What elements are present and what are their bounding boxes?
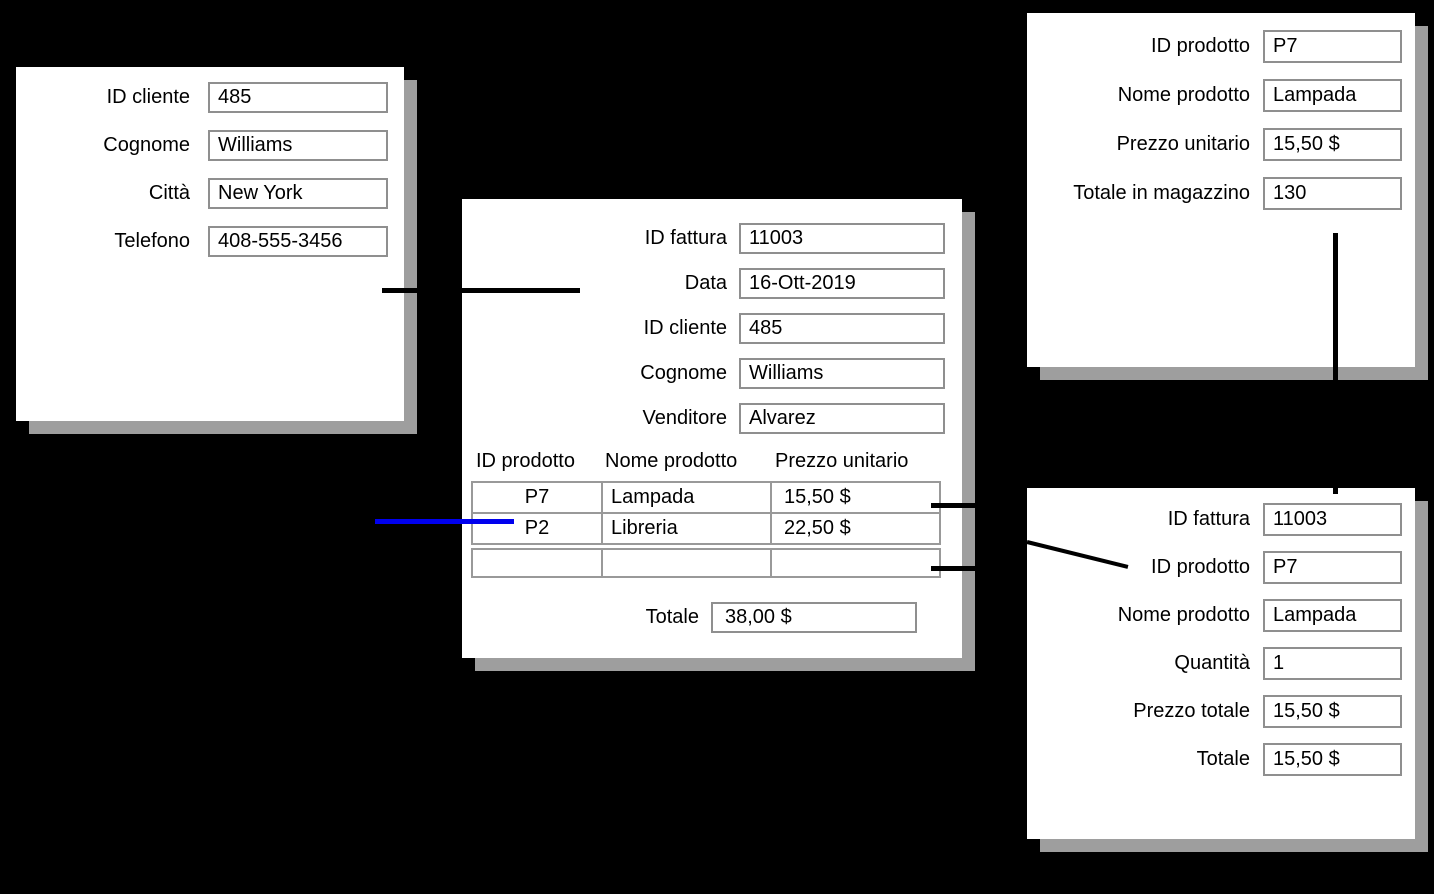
cell-nome-prodotto[interactable]: Lampada: [603, 483, 772, 512]
field-value-prezzo-unitario[interactable]: 15,50 $: [1263, 128, 1402, 161]
table-row: P7 Lampada 15,50 $: [473, 483, 939, 514]
table-row: [473, 550, 939, 576]
connector-row-to-product-stub: [931, 503, 989, 508]
field-label-prezzo-unitario: Prezzo unitario: [1116, 133, 1250, 155]
line-items-header: ID prodotto Nome prodotto Prezzo unitari…: [471, 448, 945, 474]
column-header-id-prodotto: ID prodotto: [476, 449, 575, 472]
empty-record-row: [471, 548, 941, 578]
field-label-id-prodotto: ID prodotto: [1151, 35, 1250, 57]
field-label-telefono: Telefono: [114, 230, 190, 252]
field-label-id-fattura: ID fattura: [644, 227, 727, 249]
connector-row-to-detail-stub: [931, 566, 989, 571]
field-label-data: Data: [684, 272, 727, 294]
field-value-cognome[interactable]: Williams: [208, 130, 388, 161]
cell-nome-prodotto[interactable]: Libreria: [603, 514, 772, 543]
total-row: Totale 38,00 $: [462, 602, 945, 633]
field-row: Quantità 1: [1027, 647, 1402, 680]
cell-id-prodotto[interactable]: [473, 550, 603, 576]
field-row: Totale 15,50 $: [1027, 743, 1402, 776]
field-label-id-cliente: ID cliente: [106, 86, 190, 108]
field-row: ID prodotto P7: [1027, 30, 1402, 63]
line-items-table: P7 Lampada 15,50 $ P2 Libreria 22,50 $: [471, 481, 941, 545]
total-value[interactable]: 38,00 $: [711, 602, 917, 633]
field-value-nome-prodotto[interactable]: Lampada: [1263, 79, 1402, 112]
field-value-totale-magazzino[interactable]: 130: [1263, 177, 1402, 210]
field-value-citta[interactable]: New York: [208, 178, 388, 209]
field-value-venditore[interactable]: Alvarez: [739, 403, 945, 434]
field-value-cognome[interactable]: Williams: [739, 358, 945, 389]
field-value-id-fattura[interactable]: 11003: [1263, 503, 1402, 536]
cell-id-prodotto[interactable]: P2: [473, 514, 603, 543]
field-row: Totale in magazzino 130: [1027, 177, 1402, 210]
field-row: Città New York: [16, 178, 388, 209]
field-value-prezzo-totale[interactable]: 15,50 $: [1263, 695, 1402, 728]
field-value-quantita[interactable]: 1: [1263, 647, 1402, 680]
field-row: Cognome Williams: [16, 130, 388, 161]
field-row: Nome prodotto Lampada: [1027, 599, 1402, 632]
column-header-nome-prodotto: Nome prodotto: [605, 449, 738, 472]
table-row: P2 Libreria 22,50 $: [473, 514, 939, 543]
field-label-citta: Città: [148, 182, 190, 204]
field-label-prezzo-totale: Prezzo totale: [1133, 700, 1250, 722]
invoice-form-card: ID fattura 11003 Data 16-Ott-2019 ID cli…: [462, 199, 962, 658]
field-row: Cognome Williams: [462, 358, 945, 389]
connector-product-to-invoice-line: [1333, 233, 1338, 494]
field-label-cognome: Cognome: [640, 362, 727, 384]
field-value-id-prodotto[interactable]: P7: [1263, 30, 1402, 63]
field-label-id-cliente: ID cliente: [643, 317, 727, 339]
field-label-id-prodotto: ID prodotto: [1151, 556, 1250, 578]
field-row: ID cliente 485: [16, 82, 388, 113]
field-row: Data 16-Ott-2019: [462, 268, 945, 299]
field-label-nome-prodotto: Nome prodotto: [1117, 604, 1250, 626]
field-value-data[interactable]: 16-Ott-2019: [739, 268, 945, 299]
field-label-quantita: Quantità: [1174, 652, 1250, 674]
field-value-id-cliente[interactable]: 485: [208, 82, 388, 113]
field-row: ID fattura 11003: [462, 223, 945, 254]
field-value-totale[interactable]: 15,50 $: [1263, 743, 1402, 776]
cell-prezzo-unitario[interactable]: [772, 550, 939, 576]
field-label-nome-prodotto: Nome prodotto: [1117, 84, 1250, 106]
field-row: ID prodotto P7: [1027, 551, 1402, 584]
field-row: ID cliente 485: [462, 313, 945, 344]
column-header-prezzo-unitario: Prezzo unitario: [775, 449, 909, 472]
total-label: Totale: [645, 606, 699, 628]
field-row: Prezzo totale 15,50 $: [1027, 695, 1402, 728]
field-label-totale-magazzino: Totale in magazzino: [1073, 182, 1250, 204]
cell-prezzo-unitario[interactable]: 22,50 $: [784, 517, 851, 539]
field-row: ID fattura 11003: [1027, 503, 1402, 536]
field-label-cognome: Cognome: [103, 134, 190, 156]
cell-id-prodotto[interactable]: P7: [473, 483, 603, 512]
product-record-card: ID prodotto P7 Nome prodotto Lampada Pre…: [1027, 13, 1415, 367]
cell-prezzo-unitario[interactable]: 15,50 $: [784, 486, 851, 508]
field-row: Telefono 408-555-3456: [16, 226, 388, 257]
connector-blue-row-link: [375, 519, 514, 524]
invoice-line-record-card: ID fattura 11003 ID prodotto P7 Nome pro…: [1027, 488, 1415, 839]
field-value-nome-prodotto[interactable]: Lampada: [1263, 599, 1402, 632]
connector-customer-to-invoice: [382, 288, 580, 293]
field-row: Nome prodotto Lampada: [1027, 79, 1402, 112]
field-row: Prezzo unitario 15,50 $: [1027, 128, 1402, 161]
field-label-venditore: Venditore: [642, 407, 727, 429]
cell-nome-prodotto[interactable]: [603, 550, 772, 576]
customer-record-card: ID cliente 485 Cognome Williams Città Ne…: [16, 67, 404, 421]
field-value-telefono[interactable]: 408-555-3456: [208, 226, 388, 257]
field-value-id-fattura[interactable]: 11003: [739, 223, 945, 254]
field-value-id-prodotto[interactable]: P7: [1263, 551, 1402, 584]
field-value-id-cliente[interactable]: 485: [739, 313, 945, 344]
field-label-totale: Totale: [1196, 748, 1250, 770]
field-row: Venditore Alvarez: [462, 403, 945, 434]
field-label-id-fattura: ID fattura: [1167, 508, 1250, 530]
